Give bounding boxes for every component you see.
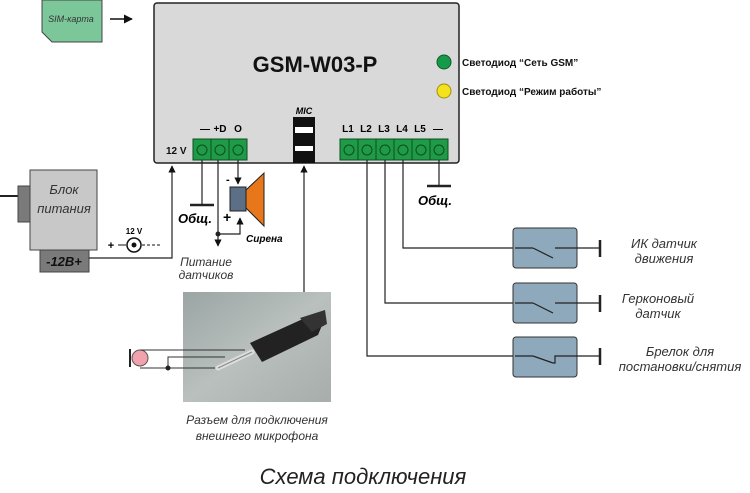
terminal-label-l4: L4 xyxy=(396,124,408,135)
siren-label: Сирена xyxy=(246,234,283,245)
psu-output-label: -12В+ xyxy=(46,254,82,269)
sensor-power-label-2: датчиков xyxy=(179,268,234,282)
mic-connector-label-1: Разъем для подключения xyxy=(186,413,328,427)
sim-card-label: SIM-карта xyxy=(48,14,94,24)
mic-jack-photo xyxy=(183,292,331,402)
led-mode-icon xyxy=(436,83,452,99)
diagram-caption: Схема подключения xyxy=(260,464,467,489)
mic-port xyxy=(293,117,315,163)
wire-l3-sensor xyxy=(384,160,515,304)
terminal-label-l5: L5 xyxy=(414,124,426,135)
terminal-label-gnd: — xyxy=(433,124,443,135)
ground-label-left: Общ. xyxy=(178,211,212,226)
siren-plus-label: + xyxy=(223,209,231,225)
led-gsm-label: Светодиод “Сеть GSM” xyxy=(462,58,578,69)
sensor-keyfob xyxy=(512,336,602,378)
power-supply: Блок питания -12В+ xyxy=(0,169,98,273)
siren-minus-label: - xyxy=(226,174,230,186)
wire-l2-sensor xyxy=(366,160,515,357)
terminal-screw xyxy=(232,144,244,156)
siren-plus-wire xyxy=(218,217,244,235)
sensor-power-label-1: Питание xyxy=(180,255,232,269)
wire-l4-sensor xyxy=(402,160,515,249)
mic-wire-2 xyxy=(167,356,225,368)
psu-label-1: Блок xyxy=(49,182,79,197)
led-mode-label: Светодиод “Режим работы” xyxy=(462,86,601,98)
sensor-ir-label-1: ИК датчик xyxy=(631,236,698,251)
sensor-reed xyxy=(512,282,602,324)
microphone-icon xyxy=(129,349,149,367)
junction-dot xyxy=(165,365,171,371)
mic-label: MIC xyxy=(296,106,313,116)
sensor-ir-label-2: движения xyxy=(635,251,694,266)
dc-jack-icon xyxy=(118,237,162,253)
terminal-screw xyxy=(214,144,226,156)
sensor-ir-motion xyxy=(512,227,602,269)
sensor-reed-label-1: Герконовый xyxy=(622,291,694,306)
left-terminal-block xyxy=(192,138,248,161)
terminal-label-l2: L2 xyxy=(360,124,372,135)
power-input-label: 12 V xyxy=(166,146,187,157)
right-terminal-block xyxy=(339,138,449,161)
sim-card: SIM-карта xyxy=(41,0,103,43)
jack-voltage-label: 12 V xyxy=(126,227,143,236)
terminal-label-o: O xyxy=(234,124,242,135)
jack-plus-label: + xyxy=(108,240,114,252)
psu-label-2: питания xyxy=(37,201,91,216)
terminal-label-minus: — xyxy=(200,124,210,135)
terminal-label-plusd: +D xyxy=(213,124,226,135)
mic-connector-label-2: внешнего микрофона xyxy=(196,429,319,443)
ground-label-right: Общ. xyxy=(418,193,452,208)
sensor-keyfob-label-1: Брелок для xyxy=(646,344,714,359)
sim-card-shape xyxy=(41,0,103,43)
terminal-label-l3: L3 xyxy=(378,124,390,135)
sensor-keyfob-label-2: постановки/снятия xyxy=(619,359,742,374)
terminal-screw xyxy=(196,144,208,156)
siren-icon xyxy=(229,171,265,228)
led-gsm-icon xyxy=(436,54,452,70)
power-wire xyxy=(89,165,176,259)
sensor-reed-label-2: датчик xyxy=(635,306,681,321)
terminal-label-l1: L1 xyxy=(342,124,354,135)
device-model: GSM-W03-P xyxy=(253,52,378,77)
